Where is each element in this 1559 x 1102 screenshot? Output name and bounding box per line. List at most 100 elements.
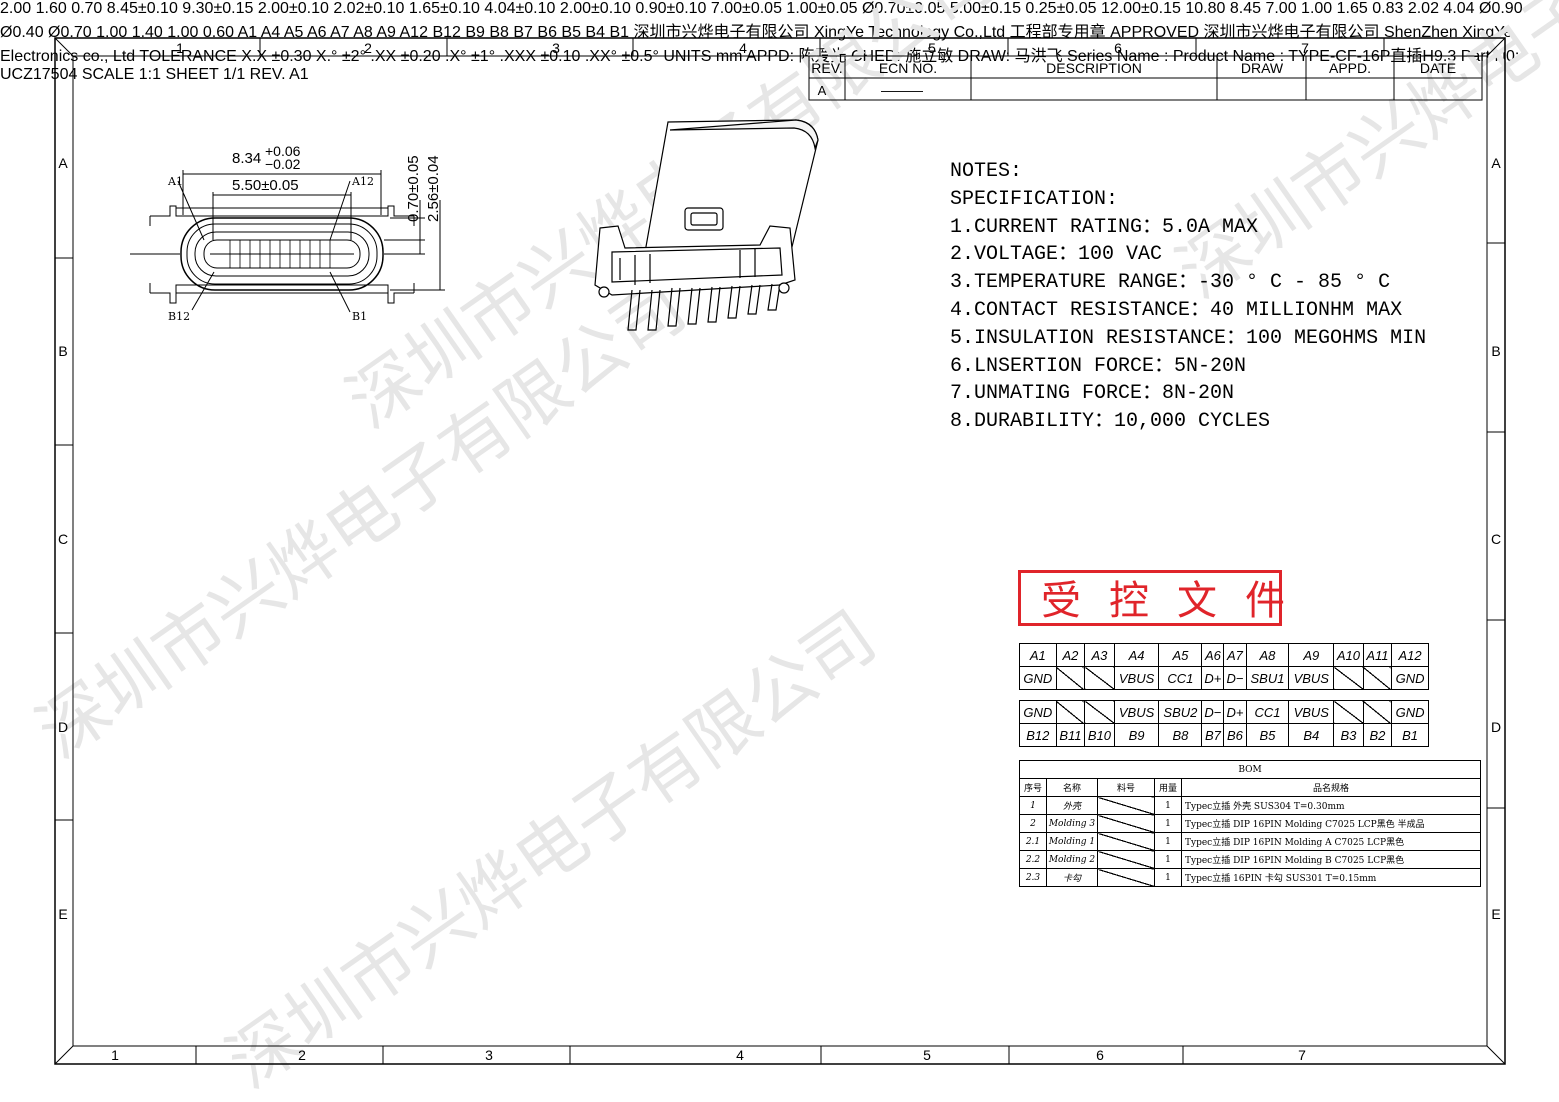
bottom-dim-500: 5.00±0.15 [949, 0, 1021, 17]
signal-b-5: D− [1201, 700, 1225, 724]
pin-a-6: A7 [1223, 643, 1247, 667]
note-line-8: 7.UNMATING FORCE：8N-20N [950, 382, 1235, 406]
rev-header-draw: DRAW [1241, 60, 1284, 76]
bottom-dim-100: 1.00±0.05 [786, 0, 858, 17]
note-line-4: 3.TEMPERATURE RANGE：-30 ° C - 85 ° C [950, 271, 1391, 295]
signal-a-6: D− [1223, 666, 1247, 690]
front-pin-b1: B1 [352, 310, 367, 323]
note-line-3: 2.VOLTAGE：100 VAC [950, 243, 1163, 267]
pin-row-gap [1019, 689, 1429, 701]
bom-cell: 1 [1154, 796, 1182, 815]
pin-a-4: A5 [1158, 643, 1203, 667]
fp-dim-100-bot: 1.00 [96, 24, 128, 41]
rev-header-rev: REV. [811, 60, 842, 76]
zone-bottom-5: 5 [923, 1047, 931, 1063]
fp-dim-100-top: 1.00 [1301, 0, 1333, 17]
bom-header-spec: 品名规格 [1181, 778, 1481, 797]
bom-cell: Typec立插 DIP 16PIN Molding B C7025 LCP黑色 [1181, 850, 1481, 869]
controlled-document-stamp: 受控文件 [1018, 570, 1285, 626]
pin-a-10: A11 [1362, 643, 1393, 667]
bom-cell: 2.2 [1019, 850, 1047, 869]
pin-b-9: B3 [1333, 723, 1364, 747]
side2-dim-202: 2.02±0.10 [333, 0, 405, 17]
bom-cell: 2.3 [1019, 868, 1047, 887]
pin-b-0: B12 [1019, 723, 1057, 747]
watermark-text-2: 深圳市兴烨电子有限公司 [23, 265, 701, 774]
bom-cell [1097, 850, 1155, 869]
signal-a-0: GND [1019, 666, 1057, 690]
bom-cell: Molding 2 [1046, 850, 1098, 869]
fp-dim-083: 0.83 [1372, 0, 1404, 17]
zone-left-a: A [58, 155, 68, 171]
side1-dim-070: 0.70 [71, 0, 103, 17]
fp-dim-070: Ø0.70 [48, 24, 92, 41]
bom-cell: 1 [1154, 814, 1182, 833]
bom-cell [1097, 814, 1155, 833]
company-name-cn: 深圳市兴烨电子有限公司 [1203, 24, 1380, 41]
watermark-text-4: 深圳市兴烨电子有限公司 [213, 595, 891, 1102]
bom-header-no: 序号 [1019, 778, 1047, 797]
fp-dim-165: 1.65 [1336, 0, 1368, 17]
bom-header-name: 名称 [1046, 778, 1098, 797]
zone-top-6: 6 [1114, 40, 1122, 56]
rev-value: A1 [289, 66, 309, 83]
rev-label: REV. [249, 66, 286, 83]
zone-right-b: B [1491, 343, 1500, 359]
side1-dim-width: 8.45±0.10 [106, 0, 178, 17]
zone-left-d: D [58, 719, 68, 735]
fp-dim-040: Ø0.40 [0, 24, 44, 41]
scale-label: SCALE [81, 66, 135, 83]
pin-b-2: B10 [1084, 723, 1115, 747]
sheet-value: 1/1 [222, 66, 246, 83]
side3-dim-200: 2.00±0.10 [559, 0, 631, 17]
note-line-1: SPECIFICATION: [950, 187, 1119, 211]
bottom-dim-025: 0.25±0.05 [1025, 0, 1097, 17]
bom-cell: Typec立插 DIP 16PIN Molding C7025 LCP黑色 半成… [1181, 814, 1481, 833]
side2-dim-200: 2.00±0.10 [257, 0, 329, 17]
pin-a-8: A9 [1288, 643, 1335, 667]
fp-dim-845: 8.45 [1229, 0, 1261, 17]
signal-a-10 [1362, 666, 1393, 690]
signal-a-5: D+ [1201, 666, 1225, 690]
front-pin-a1: A1 [167, 175, 183, 188]
bom-cell [1097, 796, 1155, 815]
zone-top-7: 7 [1301, 40, 1309, 56]
bom-cell: 外壳 [1046, 796, 1098, 815]
zone-bottom-7: 7 [1298, 1047, 1306, 1063]
zone-left-e: E [58, 906, 67, 922]
front-height-a: 0.70±0.05 [405, 155, 422, 222]
front-height-b: 2.56±0.04 [425, 155, 442, 222]
note-line-7: 6.LNSERTION FORCE：5N-20N [950, 354, 1247, 378]
bom-cell: 2.1 [1019, 832, 1047, 851]
signal-a-4: CC1 [1158, 666, 1203, 690]
signal-a-11: GND [1391, 666, 1429, 690]
pin-a-5: A6 [1201, 643, 1225, 667]
zone-top-1: 1 [176, 40, 184, 56]
bom-cell: 1 [1154, 850, 1182, 869]
zone-bottom-1: 1 [111, 1047, 119, 1063]
side3-dim-090: 0.90±0.10 [635, 0, 707, 17]
scale-value: 1:1 [138, 66, 161, 83]
bom-cell: 1 [1154, 868, 1182, 887]
signal-b-11: GND [1391, 700, 1429, 724]
zone-left-b: B [58, 343, 67, 359]
rev-header-date: DATE [1420, 60, 1456, 76]
pin-b-8: B4 [1288, 723, 1335, 747]
bom-cell [1097, 832, 1155, 851]
pin-a-1: A2 [1055, 643, 1086, 667]
pin-b-11: B1 [1391, 723, 1429, 747]
bottom-dim-hole: Ø0.70±0.05 [861, 0, 946, 17]
pin-b-5: B7 [1201, 723, 1225, 747]
note-line-2: 1.CURRENT RATING：5.0A MAX [950, 215, 1259, 239]
bom-cell: 2 [1019, 814, 1047, 833]
zone-bottom-2: 2 [298, 1047, 306, 1063]
signal-a-9 [1333, 666, 1364, 690]
front-inner-dim: 5.50±0.05 [232, 177, 299, 194]
bom-header-part: 料号 [1097, 778, 1155, 797]
